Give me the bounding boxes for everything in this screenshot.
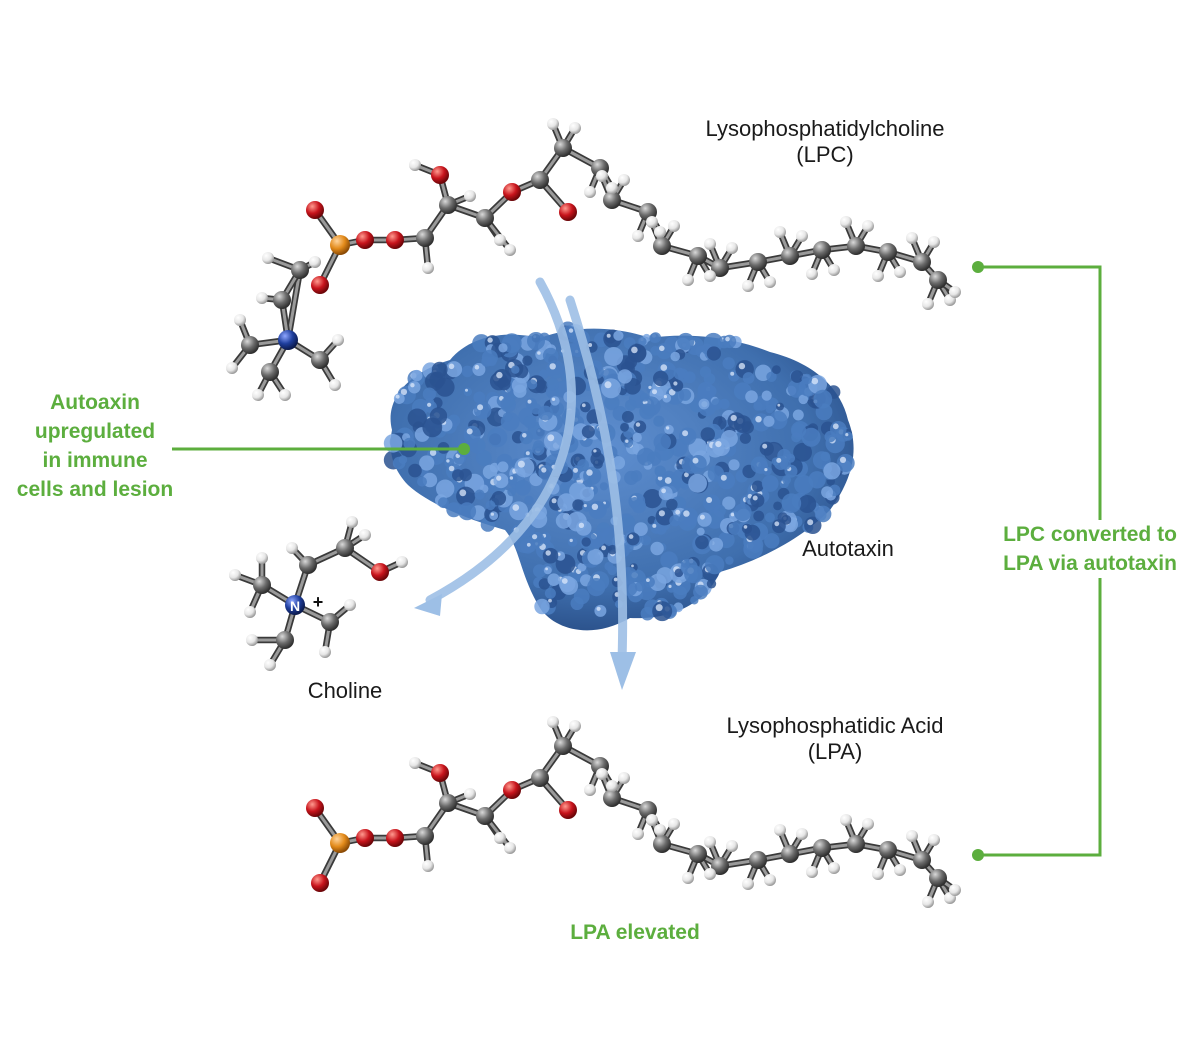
conversion-note: LPC converted to LPA via autotaxin bbox=[990, 520, 1190, 578]
reaction-arrows bbox=[414, 277, 636, 690]
choline-charge-label: + bbox=[313, 592, 324, 612]
lpa-elevated-note: LPA elevated bbox=[570, 921, 700, 944]
choline-molecule-model: N+ bbox=[229, 516, 408, 671]
lpa-name: Lysophosphatidic Acid bbox=[726, 713, 944, 738]
choline-label: Choline bbox=[307, 678, 383, 703]
conversion-note-line-2: LPA via autotaxin bbox=[1003, 552, 1177, 575]
molecule-models: N+ bbox=[226, 118, 961, 908]
conversion-note-line-1: LPC converted to bbox=[1003, 523, 1177, 546]
lpa-formation-arrow bbox=[565, 295, 628, 665]
lpa-label: Lysophosphatidic Acid (LPA) bbox=[710, 713, 960, 765]
lpc-bracket-dot bbox=[972, 261, 984, 273]
lpa-bracket-dot bbox=[972, 849, 984, 861]
lpa-abbr: (LPA) bbox=[807, 739, 863, 764]
choline-molecule-model-atoms bbox=[229, 516, 408, 671]
autotaxin-note-line-4: cells and lesion bbox=[16, 478, 174, 501]
autotaxin-note-line-2: upregulated bbox=[34, 420, 156, 443]
autotaxin-label: Autotaxin bbox=[802, 536, 894, 561]
lpa-molecule-model-atoms bbox=[306, 716, 961, 908]
lpc-molecule-model bbox=[226, 118, 961, 401]
autotaxin-note-dot bbox=[458, 443, 470, 455]
choline-arrowhead bbox=[414, 594, 442, 616]
lpc-molecule-model-atoms bbox=[226, 118, 961, 401]
autotaxin-protein-surface bbox=[383, 321, 855, 631]
autotaxin-note-line-1: Autoaxin bbox=[50, 391, 140, 414]
lpc-name: Lysophosphatidylcholine bbox=[705, 116, 945, 141]
lpa-molecule-model bbox=[306, 716, 961, 908]
choline-release-arrow bbox=[425, 277, 576, 605]
autotaxin-surface-texture bbox=[383, 321, 855, 622]
autotaxin-note: Autoaxin upregulated in immune cells and… bbox=[0, 388, 190, 504]
lpc-abbr: (LPC) bbox=[796, 142, 854, 167]
choline-nitrogen-label: N bbox=[290, 598, 300, 614]
lpa-arrowhead bbox=[610, 652, 636, 690]
autotaxin-note-line-3: in immune bbox=[42, 449, 148, 472]
lpc-label: Lysophosphatidylcholine (LPC) bbox=[700, 116, 950, 168]
